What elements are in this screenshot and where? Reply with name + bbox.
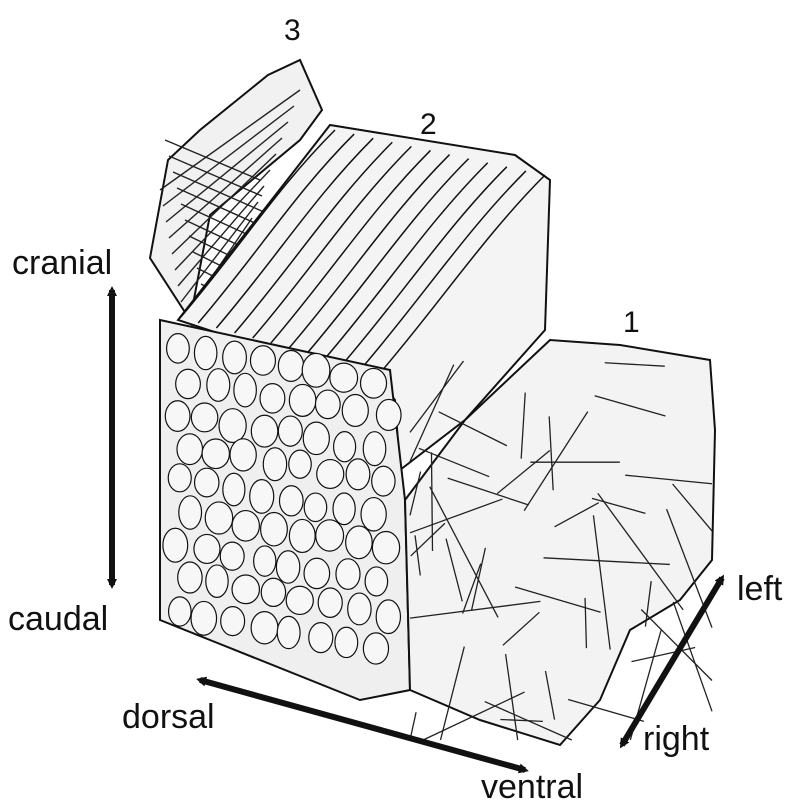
fiber-end	[202, 439, 229, 469]
fiber-end	[207, 369, 230, 402]
fiber-end	[318, 588, 342, 617]
fiber-end	[232, 511, 259, 541]
fiber-end	[346, 526, 373, 559]
fiber-end	[191, 403, 217, 432]
fiber-end	[289, 519, 315, 552]
fiber-end	[254, 546, 276, 576]
fiber-end	[194, 534, 220, 563]
fiber-end	[336, 559, 360, 590]
fiber-end	[335, 627, 358, 657]
cranial-label: cranial	[12, 246, 112, 280]
fiber-end	[261, 512, 288, 545]
block-2-label: 2	[420, 110, 437, 140]
fiber-end	[168, 464, 191, 492]
fiber-end	[302, 353, 330, 387]
random-fiber	[641, 609, 712, 680]
left-label: left	[737, 572, 782, 606]
fiber-end	[334, 432, 356, 462]
fiber-end	[234, 373, 256, 407]
fiber-end	[176, 369, 201, 398]
fiber-end	[163, 528, 188, 562]
fiber-end	[220, 542, 244, 570]
fiber-end	[348, 593, 371, 625]
fiber-end	[221, 607, 245, 636]
fiber-end	[205, 502, 232, 534]
fiber-end	[230, 439, 256, 471]
caudal-label: caudal	[8, 602, 108, 636]
fiber-end	[261, 578, 285, 606]
fiber-end	[251, 415, 277, 447]
fiber-end	[276, 551, 299, 583]
fiber-end	[191, 601, 217, 635]
fiber-end	[278, 416, 302, 446]
fiber-end	[303, 422, 329, 454]
fiber-end	[333, 493, 355, 525]
fiber-end	[304, 558, 330, 588]
dorsal-label: dorsal	[122, 700, 215, 734]
fiber-end	[289, 384, 316, 416]
fiber-end	[342, 395, 368, 427]
right-label: right	[643, 722, 709, 756]
fiber-end	[169, 597, 192, 626]
fiber-end	[365, 567, 388, 596]
fiber-end	[219, 409, 246, 443]
block-1-label: 1	[623, 308, 640, 338]
fiber-end	[376, 600, 400, 634]
fiber-end	[363, 633, 388, 664]
fiber-end	[223, 473, 245, 506]
fiber-end	[277, 616, 300, 648]
fiber-end	[346, 459, 370, 490]
ventral-label: ventral	[481, 770, 583, 804]
fiber-end	[289, 450, 311, 478]
random-fiber	[673, 602, 712, 711]
fiber-end	[360, 368, 386, 398]
fiber-end	[250, 480, 274, 514]
block-3-label: 3	[284, 16, 301, 46]
fiber-end	[206, 565, 228, 597]
fiber-end	[178, 562, 202, 593]
fiber-end	[361, 498, 386, 531]
fiber-end	[179, 496, 202, 529]
fiber-end	[223, 341, 247, 374]
fiber-end	[251, 612, 278, 644]
fiber-end	[363, 432, 386, 466]
fiber-end	[309, 623, 333, 653]
fiber-end	[372, 531, 399, 563]
fiber-end	[279, 486, 303, 516]
fiber-end	[372, 466, 395, 496]
fiber-end	[250, 346, 275, 375]
fiber-end	[263, 448, 286, 481]
fiber-end	[165, 401, 190, 432]
fiber-end	[278, 350, 303, 381]
fiber-end	[260, 384, 285, 413]
fiber-end	[286, 586, 313, 614]
fiber-end	[195, 468, 219, 497]
fiber-end	[232, 575, 259, 604]
fiber-end	[376, 399, 401, 430]
fiber-end	[304, 493, 326, 521]
fiber-end	[315, 390, 340, 419]
fiber-end	[194, 336, 216, 369]
fiber-end	[167, 334, 190, 363]
fiber-end	[317, 460, 344, 489]
fiber-end	[177, 434, 203, 465]
fiber-end	[316, 520, 344, 551]
fiber-end	[330, 363, 358, 392]
